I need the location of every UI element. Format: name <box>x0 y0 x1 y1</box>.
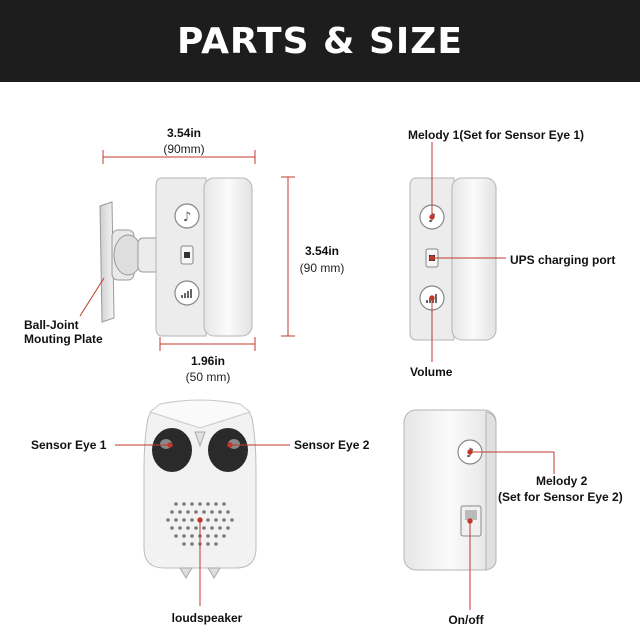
height-inches: 3.54in <box>304 244 340 258</box>
width-dimension-line <box>102 150 256 164</box>
device-side-body: ♪ <box>155 177 253 337</box>
melody1-label: Melody 1(Set for Sensor Eye 1) <box>408 128 585 142</box>
sensor-eye2-label: Sensor Eye 2 <box>294 438 370 452</box>
width-inches: 3.54in <box>166 126 202 140</box>
side-view-callouts: ♪ <box>409 142 506 362</box>
sensor-eye1-label: Sensor Eye 1 <box>31 438 107 452</box>
owl-front-view <box>115 399 290 606</box>
sensor-eye-2 <box>208 428 248 472</box>
depth-mm: (50 mm) <box>185 370 231 384</box>
product-diagram: ♪ ♪ <box>79 142 555 610</box>
mount-plate-label: Ball-Joint Mouting Plate <box>24 318 103 346</box>
depth-inches: 1.96in <box>190 354 226 368</box>
width-mm: (90mm) <box>163 142 205 156</box>
ups-port-label: UPS charging port <box>510 253 616 267</box>
speaker-grille <box>166 502 234 546</box>
side-view-with-mount: ♪ <box>79 150 295 351</box>
title-banner: PARTS & SIZE <box>0 0 640 82</box>
height-mm: (90 mm) <box>299 261 345 275</box>
sensor-eye-1 <box>152 428 192 472</box>
height-dimension-line <box>281 176 295 337</box>
melody2-label: Melody 2 <box>536 474 588 488</box>
svg-text:♪: ♪ <box>183 210 191 225</box>
volume-label: Volume <box>410 365 453 379</box>
melody2-sublabel: (Set for Sensor Eye 2) <box>498 490 623 504</box>
depth-dimension-line <box>159 337 256 351</box>
opposite-side-view: ♪ <box>403 409 555 610</box>
loudspeaker-label: loudspeaker <box>171 611 243 625</box>
onoff-label: On/off <box>448 613 484 627</box>
mounting-plate <box>99 201 165 323</box>
page-title: PARTS & SIZE <box>176 20 463 62</box>
